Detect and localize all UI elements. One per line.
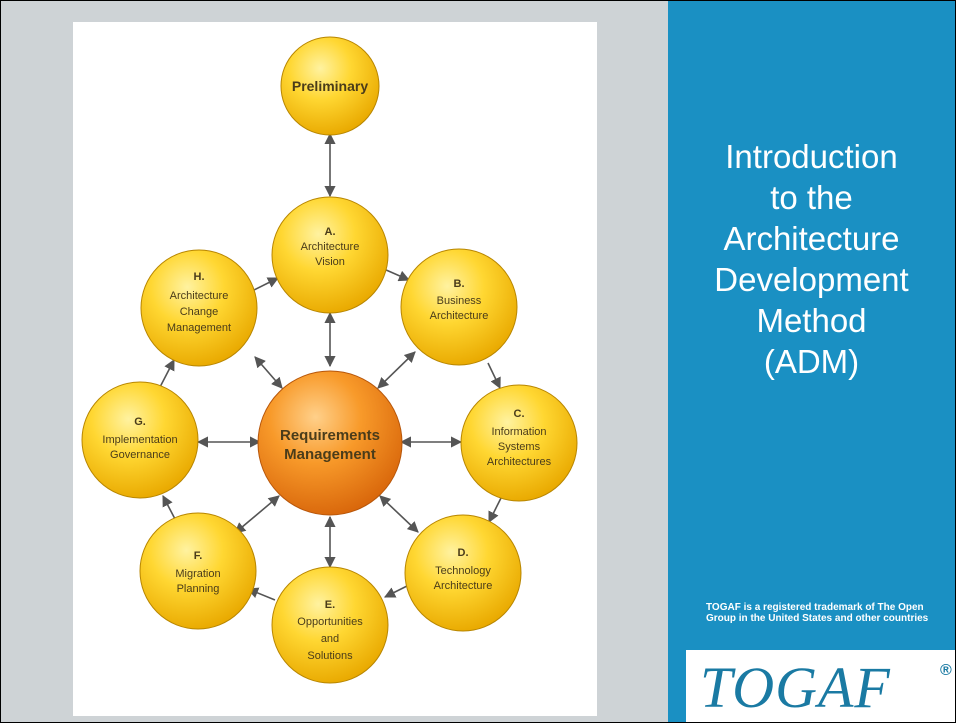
phase-b-line-2: Architecture	[430, 310, 489, 322]
title-line-2: to the	[770, 179, 853, 216]
phase-a-letter: A.	[325, 226, 336, 238]
title-line-3: Architecture	[723, 220, 900, 257]
node-phase-b: B. Business Architecture	[400, 248, 518, 366]
node-phase-g: G. Implementation Governance	[81, 381, 199, 499]
phase-a-line-2: Vision	[315, 256, 345, 268]
phase-c-letter: C.	[514, 408, 525, 420]
phase-a-line-1: Architecture	[301, 241, 360, 253]
phase-f-line-2: Planning	[177, 583, 220, 595]
arrow-d-center	[379, 495, 419, 533]
phase-d-line-1: Technology	[435, 565, 491, 577]
arrow-f-g	[162, 495, 176, 520]
title-panel: Introduction to the Architecture Develop…	[668, 1, 955, 722]
phase-c-line-3: Architectures	[487, 456, 552, 468]
node-requirements-management: Requirements Management	[257, 370, 403, 516]
togaf-logo: TOGAF ®	[686, 650, 955, 722]
phase-e-line-1: Opportunities	[297, 616, 363, 628]
phase-d-letter: D.	[458, 547, 469, 559]
adm-diagram-svg: Preliminary A. Architecture Vision B. Bu…	[81, 36, 578, 684]
phase-h-line-2: Change	[180, 306, 219, 318]
node-phase-e: E. Opportunities and Solutions	[271, 566, 389, 684]
node-phase-f: F. Migration Planning	[139, 512, 257, 630]
phase-e-line-3: Solutions	[307, 650, 353, 662]
node-phase-h: H. Architecture Change Management	[140, 249, 258, 367]
phase-g-letter: G.	[134, 416, 146, 428]
node-phase-a: A. Architecture Vision	[271, 196, 389, 314]
slide-title: Introduction to the Architecture Develop…	[668, 136, 955, 382]
phase-c-line-2: Systems	[498, 441, 541, 453]
arrow-f-center	[234, 495, 280, 534]
logo-text: TOGAF	[700, 655, 891, 720]
phase-e-line-2: and	[321, 633, 339, 645]
phase-f-line-1: Migration	[175, 568, 220, 580]
preliminary-label: Preliminary	[292, 78, 368, 94]
phase-f-letter: F.	[194, 550, 203, 562]
arrow-b-c	[487, 362, 501, 390]
arrow-h-center	[254, 356, 283, 389]
trademark-note: TOGAF is a registered trademark of The O…	[706, 602, 929, 624]
phase-g-line-2: Governance	[110, 449, 170, 461]
phase-b-line-1: Business	[437, 295, 482, 307]
adm-diagram: Preliminary A. Architecture Vision B. Bu…	[73, 22, 597, 716]
phase-d-line-2: Architecture	[434, 580, 493, 592]
phase-g-line-1: Implementation	[102, 434, 177, 446]
phase-b-letter: B.	[454, 278, 465, 290]
phase-h-line-3: Management	[167, 322, 231, 334]
center-line-1: Requirements	[280, 427, 380, 444]
arrow-g-h	[158, 359, 175, 390]
registered-mark: ®	[940, 662, 952, 679]
title-line-1: Introduction	[725, 138, 898, 175]
phase-e-letter: E.	[325, 599, 335, 611]
phase-h-letter: H.	[194, 271, 205, 283]
node-phase-d: D. Technology Architecture	[404, 514, 522, 632]
phase-c-line-1: Information	[491, 426, 546, 438]
title-line-6: (ADM)	[763, 343, 860, 380]
node-preliminary: Preliminary	[280, 36, 380, 136]
title-line-4: Development	[714, 261, 909, 298]
title-line-5: Method	[756, 302, 867, 339]
arrow-b-center	[377, 351, 416, 389]
phase-h-line-1: Architecture	[170, 290, 229, 302]
center-line-2: Management	[284, 446, 376, 463]
node-phase-c: C. Information Systems Architectures	[460, 384, 578, 502]
